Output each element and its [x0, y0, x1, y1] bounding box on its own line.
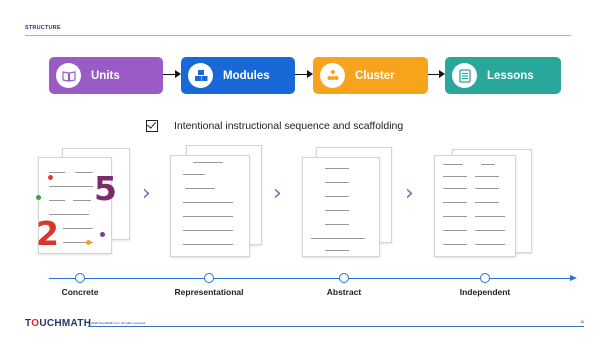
- copyright-text: © 2018 TouchMath LLC. All rights reserve…: [88, 321, 146, 325]
- flow-arrow-1: [163, 70, 181, 78]
- modules-label: Modules: [223, 69, 270, 82]
- orange-dot-icon: [86, 240, 91, 245]
- cubes-icon: [188, 63, 213, 88]
- stage-label-concrete: Concrete: [61, 287, 99, 297]
- checkbox-icon[interactable]: [146, 120, 158, 132]
- chevron-right-icon: ›: [273, 181, 282, 206]
- concrete-worksheet: [38, 157, 112, 254]
- logo-prefix: T: [25, 318, 32, 329]
- slide-label: STRUCTURE: [25, 25, 61, 31]
- lessons-label: Lessons: [487, 69, 534, 82]
- stage-label-abstract: Abstract: [326, 287, 362, 297]
- flow-arrow-2: [295, 70, 313, 78]
- number-five-icon: 5: [94, 169, 117, 208]
- timeline-node-representational: [204, 273, 214, 283]
- footer-divider: [88, 326, 584, 327]
- stage-label-independent: Independent: [459, 287, 511, 297]
- title-divider: [25, 35, 571, 36]
- page-number: 16: [580, 320, 584, 324]
- touchmath-logo: TOUCHMATH: [25, 318, 91, 329]
- progression-timeline: [49, 275, 577, 281]
- scaffolding-text: Intentional instructional sequence and s…: [174, 120, 404, 132]
- flow-arrow-3: [428, 70, 445, 78]
- structure-flow: Units Modules Cluster Lessons: [0, 57, 596, 94]
- units-step[interactable]: Units: [49, 57, 163, 94]
- units-label: Units: [91, 69, 120, 82]
- cluster-label: Cluster: [355, 69, 395, 82]
- stage-label-representational: Representational: [174, 287, 244, 297]
- timeline-node-abstract: [339, 273, 349, 283]
- worksheet-samples: 5 2 › › ›: [0, 145, 596, 260]
- red-dot-icon: [48, 175, 53, 180]
- document-icon: [452, 63, 477, 88]
- timeline-node-concrete: [75, 273, 85, 283]
- chevron-right-icon: ›: [405, 181, 414, 206]
- timeline-node-independent: [480, 273, 490, 283]
- book-icon: [56, 63, 81, 88]
- lessons-step[interactable]: Lessons: [445, 57, 561, 94]
- modules-step[interactable]: Modules: [181, 57, 295, 94]
- representational-worksheet: [170, 155, 250, 257]
- logo-suffix: UCHMATH: [39, 318, 92, 329]
- cluster-step[interactable]: Cluster: [313, 57, 428, 94]
- green-dot-icon: [36, 195, 41, 200]
- dots-cluster-icon: [320, 63, 345, 88]
- logo-o: O: [31, 318, 40, 329]
- independent-worksheet: [434, 155, 516, 257]
- scaffolding-check-row: Intentional instructional sequence and s…: [146, 120, 403, 132]
- abstract-worksheet: [302, 157, 380, 257]
- number-two-icon: 2: [36, 214, 59, 253]
- chevron-right-icon: ›: [142, 181, 151, 206]
- purple-dot-icon: [100, 232, 105, 237]
